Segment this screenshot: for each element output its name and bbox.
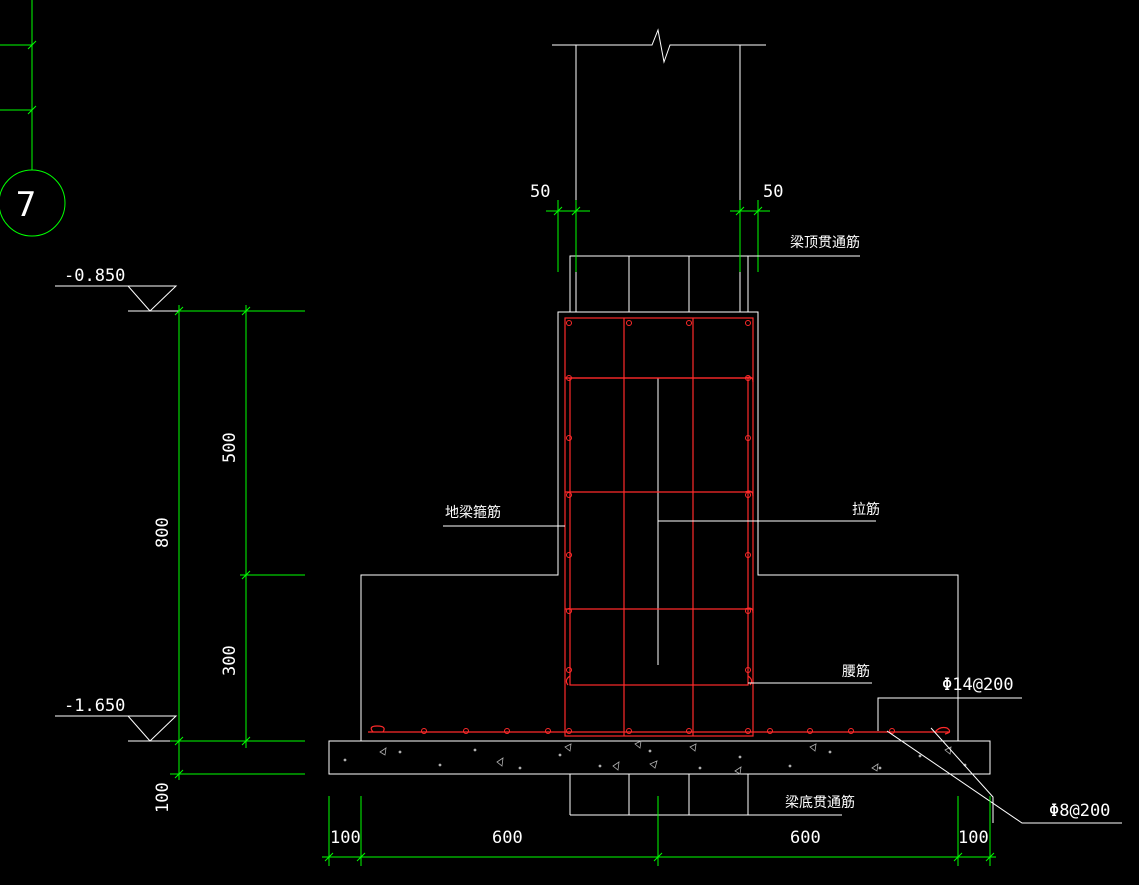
base-middle-left-value: 600 [492, 828, 523, 848]
bottom-bar-spec: Φ14@200 [942, 675, 1014, 695]
concrete-hatch [343, 740, 967, 775]
elevation-triangle-icon [126, 715, 178, 742]
axis-marker [0, 0, 66, 237]
cover-dimensions [546, 200, 770, 272]
column-stub [552, 28, 766, 313]
bedding-height-value: 100 [153, 782, 173, 813]
distribution-bar-spec: Φ8@200 [1049, 801, 1110, 821]
base-left-value: 100 [330, 828, 361, 848]
total-height-value: 800 [153, 517, 173, 548]
elevation-top-label: -0.850 [64, 266, 125, 286]
rebar-dots [421, 320, 895, 734]
tie-bar-label: 拉筋 [852, 501, 880, 518]
cover-right-value: 50 [763, 182, 783, 202]
waist-bar-label: 腰筋 [842, 663, 870, 680]
beam-bottom-rebar-label: 梁底贯通筋 [785, 794, 855, 811]
base-right-value: 100 [958, 828, 989, 848]
base-middle-right-value: 600 [790, 828, 821, 848]
break-line-icon [552, 28, 766, 64]
axis-label: 7 [16, 185, 36, 225]
horizontal-dimensions [322, 796, 996, 866]
upper-height-value: 500 [220, 432, 240, 463]
beam-top-rebar-label: 梁顶贯通筋 [790, 234, 860, 251]
vertical-dimensions [170, 305, 305, 780]
ground-beam-stirrup-label: 地梁箍筋 [445, 504, 501, 521]
elevation-bottom-label: -1.650 [64, 696, 125, 716]
leader-lines [443, 255, 1122, 824]
bedding-layer [328, 740, 991, 775]
axis-circle-icon [0, 169, 66, 237]
footing-outline [328, 311, 991, 816]
elevation-triangle-icon [126, 285, 178, 312]
lower-height-value: 300 [220, 645, 240, 676]
elevation-marks [55, 285, 305, 742]
cover-left-value: 50 [530, 182, 550, 202]
